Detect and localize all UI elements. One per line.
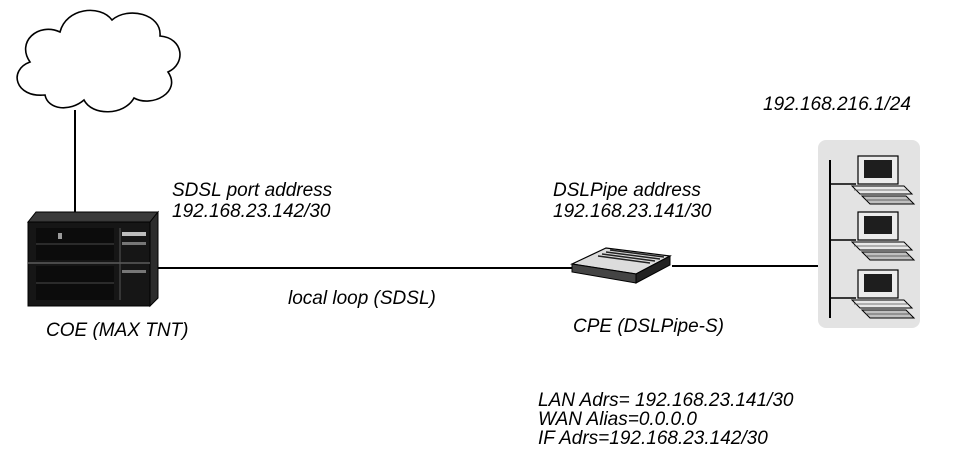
- cloud-icon: [16, 9, 181, 113]
- dslpipe-modem-icon: [569, 247, 672, 284]
- cfg-if-adrs: IF Adrs=192.168.23.142/30: [538, 428, 768, 449]
- pc-1: [830, 155, 916, 205]
- dslpipe-address-title: DSLPipe address: [553, 180, 701, 201]
- sdsl-port-ip: 192.168.23.142/30: [172, 201, 331, 222]
- cpe-label: CPE (DSLPipe-S): [573, 316, 724, 337]
- coe-label: COE (MAX TNT): [46, 320, 189, 341]
- dslpipe-address-ip: 192.168.23.141/30: [553, 201, 712, 222]
- local-loop-label: local loop (SDSL): [288, 288, 436, 309]
- pc-2: [830, 211, 916, 261]
- max-tnt-chassis-icon: [26, 210, 160, 308]
- sdsl-port-title: SDSL port address: [172, 180, 333, 201]
- cfg-wan-alias: WAN Alias=0.0.0.0: [538, 409, 697, 430]
- pc-3: [830, 269, 916, 319]
- cpe-config-block: LAN Adrs= 192.168.23.141/30 WAN Alias=0.…: [538, 391, 793, 448]
- lan-subnet-label: 192.168.216.1/24: [763, 94, 911, 115]
- cfg-lan-adrs: LAN Adrs= 192.168.23.141/30: [538, 390, 794, 411]
